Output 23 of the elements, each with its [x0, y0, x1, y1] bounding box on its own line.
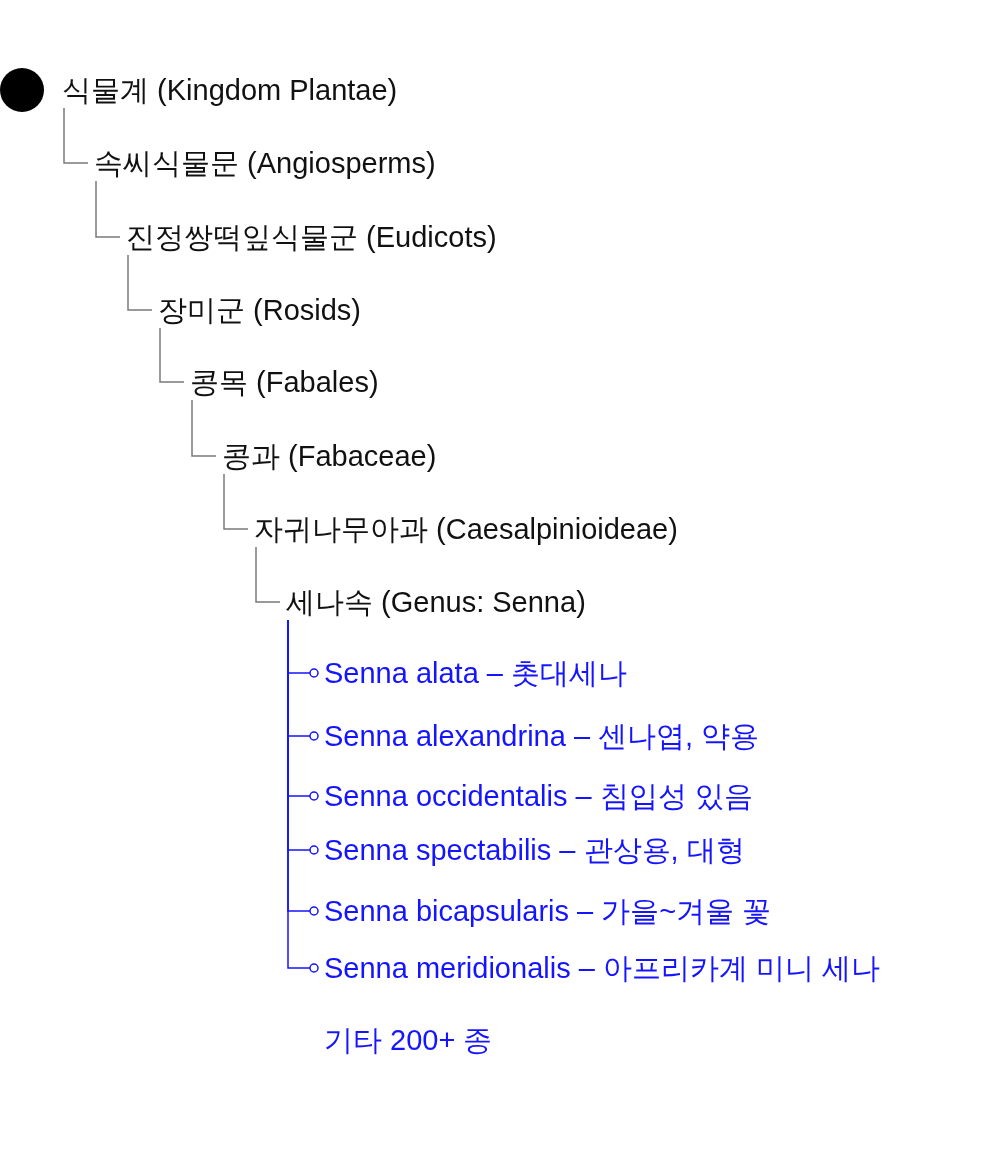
species-name: Senna occidentalis – 침입성 있음 [324, 778, 753, 814]
taxon-name: 진정쌍떡잎식물군 (Eudicots) [126, 219, 497, 255]
tree-connector [127, 254, 153, 311]
tree-connector [287, 619, 319, 973]
taxon-name: 속씨식물문 (Angiosperms) [94, 145, 436, 181]
species-name: Senna alexandrina – 센나엽, 약용 [324, 718, 760, 754]
species-name: Senna alata – 촛대세나 [324, 655, 628, 691]
taxon-name: 콩목 (Fabales) [190, 364, 379, 400]
note-text: 기타 200+ 종 [324, 1023, 493, 1058]
species-name: Senna bicapsularis – 가을~겨울 꽃 [324, 893, 772, 929]
taxon-name: 자귀나무아과 (Caesalpinioideae) [254, 511, 678, 547]
taxon-name: 콩과 (Fabaceae) [222, 438, 437, 474]
tree-connector [63, 107, 89, 164]
taxon-name: 장미군 (Rosids) [158, 292, 361, 328]
taxon-name: 세나속 (Genus: Senna) [286, 584, 586, 620]
species-name: Senna spectabilis – 관상용, 대형 [324, 832, 745, 868]
taxon-name: 식물계 (Kingdom Plantae) [62, 72, 398, 108]
tree-connector [223, 473, 249, 530]
tree-connector [95, 180, 121, 238]
tree-connector [159, 327, 185, 383]
tree-connector [191, 399, 217, 457]
species-name: Senna meridionalis – 아프리카계 미니 세나 [324, 950, 880, 986]
tree-connector [255, 546, 281, 603]
